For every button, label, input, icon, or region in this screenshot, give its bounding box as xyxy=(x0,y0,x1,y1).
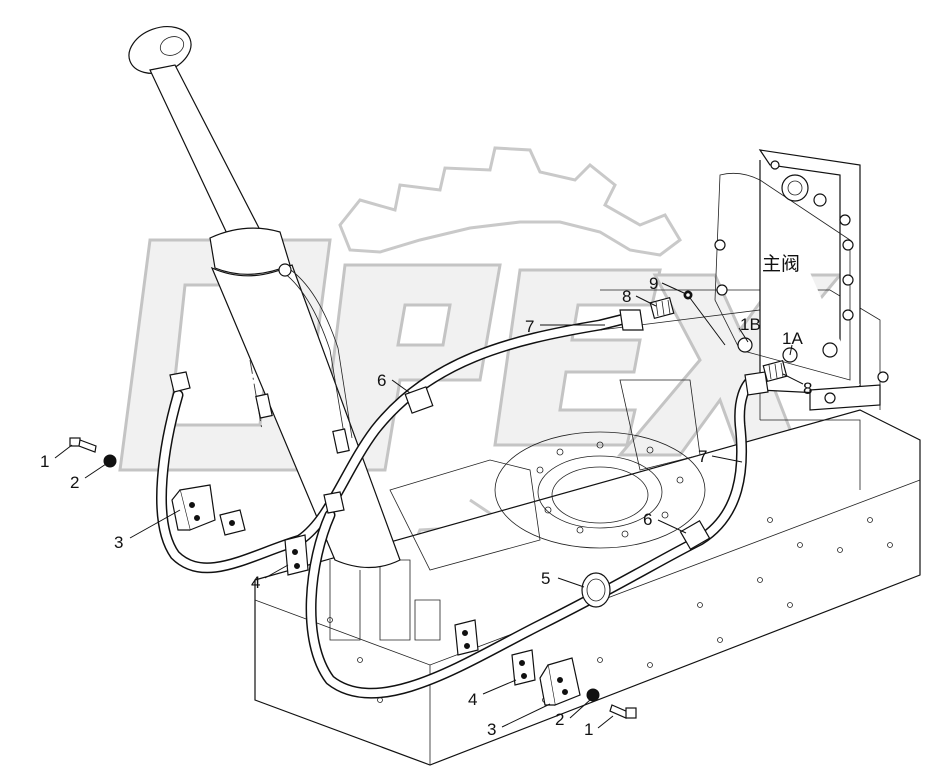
callout-4-left: 4 xyxy=(251,573,260,592)
callout-6-left: 6 xyxy=(377,371,386,390)
hose-end-fitting xyxy=(323,491,345,514)
callout-4-bottom: 4 xyxy=(468,690,477,709)
watermark-letter-e xyxy=(493,268,662,447)
callout-5: 5 xyxy=(541,569,550,588)
callout-1-bottom: 1 xyxy=(584,720,593,739)
bolt-holes xyxy=(327,441,893,703)
hose-end-fitting xyxy=(169,371,191,393)
bracket-left xyxy=(171,484,216,531)
callout-8-right: 8 xyxy=(803,379,812,398)
callout-2-left: 2 xyxy=(70,473,79,492)
hose-sleeve-right xyxy=(679,520,711,550)
callout-9: 9 xyxy=(649,274,658,293)
adapter-top xyxy=(649,296,675,320)
adapter-right xyxy=(762,359,788,383)
callout-6-right: 6 xyxy=(643,510,652,529)
callout-2-bottom: 2 xyxy=(555,710,564,729)
callout-8-top: 8 xyxy=(622,287,631,306)
callout-1B: 1B xyxy=(740,315,761,334)
callout-1A: 1A xyxy=(782,329,803,348)
washer-bottom xyxy=(586,688,600,702)
hose-end-fitting xyxy=(619,309,644,331)
clamp-left-lower xyxy=(284,534,309,576)
bolt-bottom xyxy=(609,704,637,719)
bracket-bottom xyxy=(539,657,581,706)
leader-lines xyxy=(54,282,804,729)
main-valve-label: 主阀 xyxy=(762,253,800,275)
callout-labels: 1 2 3 4 5 6 6 7 7 8 8 9 1B 1A 4 3 2 1 xyxy=(40,274,812,739)
callout-7-right: 7 xyxy=(698,447,707,466)
hose-guard-ring xyxy=(581,572,611,608)
clamp-bottom-lower xyxy=(511,649,536,686)
callout-1-left: 1 xyxy=(40,452,49,471)
main-valve: 主阀 xyxy=(714,149,889,411)
hydraulic-cylinder xyxy=(128,26,401,569)
callout-3-bottom: 3 xyxy=(487,720,496,739)
hose-sleeve-left xyxy=(404,386,434,414)
callout-7-top: 7 xyxy=(525,317,534,336)
clamp-bottom-upper xyxy=(454,619,479,656)
watermark-gear xyxy=(338,146,682,257)
clamp-left-upper xyxy=(219,509,246,536)
washer-left xyxy=(103,454,117,468)
hose-end-fitting xyxy=(744,371,769,396)
callout-3-left: 3 xyxy=(114,533,123,552)
bolt-left xyxy=(69,437,97,453)
